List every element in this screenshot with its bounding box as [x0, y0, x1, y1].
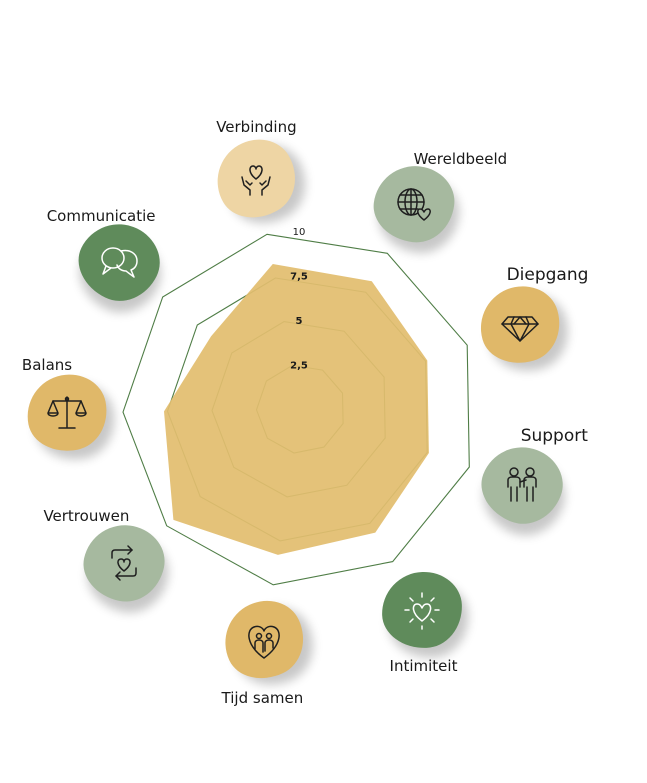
grid-ring-4: [122, 233, 470, 586]
category-badge: [471, 435, 574, 535]
cycle-heart-icon: [102, 541, 146, 585]
speech-bubbles-icon: [97, 240, 141, 284]
tick-label: 5: [296, 316, 303, 327]
couple-heart-icon: [242, 618, 286, 662]
category-label: Intimiteit: [389, 656, 458, 675]
category-badge: [20, 368, 114, 459]
hands-heart-icon: [234, 157, 278, 201]
category-badge: [66, 209, 172, 314]
tick-label: 10: [293, 227, 306, 238]
glowing-heart-icon: [400, 588, 444, 632]
tick-label: 2,5: [290, 361, 308, 372]
category-label: Vertrouwen: [43, 506, 130, 525]
category-badge: [470, 277, 569, 373]
category-label: Verbinding: [216, 118, 297, 137]
category-label: Communicatie: [46, 206, 156, 225]
two-people-icon: [500, 463, 544, 507]
category-badge: [77, 517, 172, 608]
category-label: Diepgang: [506, 265, 589, 286]
category-label: Balans: [21, 356, 73, 375]
tick-label: 7,5: [290, 272, 308, 283]
tick-labels: 2,5 5 7,5 10: [290, 227, 308, 372]
category-label: Support: [520, 426, 588, 447]
data-area: [164, 264, 429, 555]
scale-icon: [45, 391, 89, 435]
category-badge: [202, 126, 311, 233]
category-badge: [212, 588, 317, 692]
diamond-icon: [498, 303, 542, 347]
category-badge: [380, 570, 463, 649]
category-label: Tijd samen: [221, 689, 304, 708]
category-badge: [370, 161, 459, 247]
globe-heart-icon: [392, 182, 436, 226]
category-label: Wereldbeeld: [413, 150, 508, 169]
